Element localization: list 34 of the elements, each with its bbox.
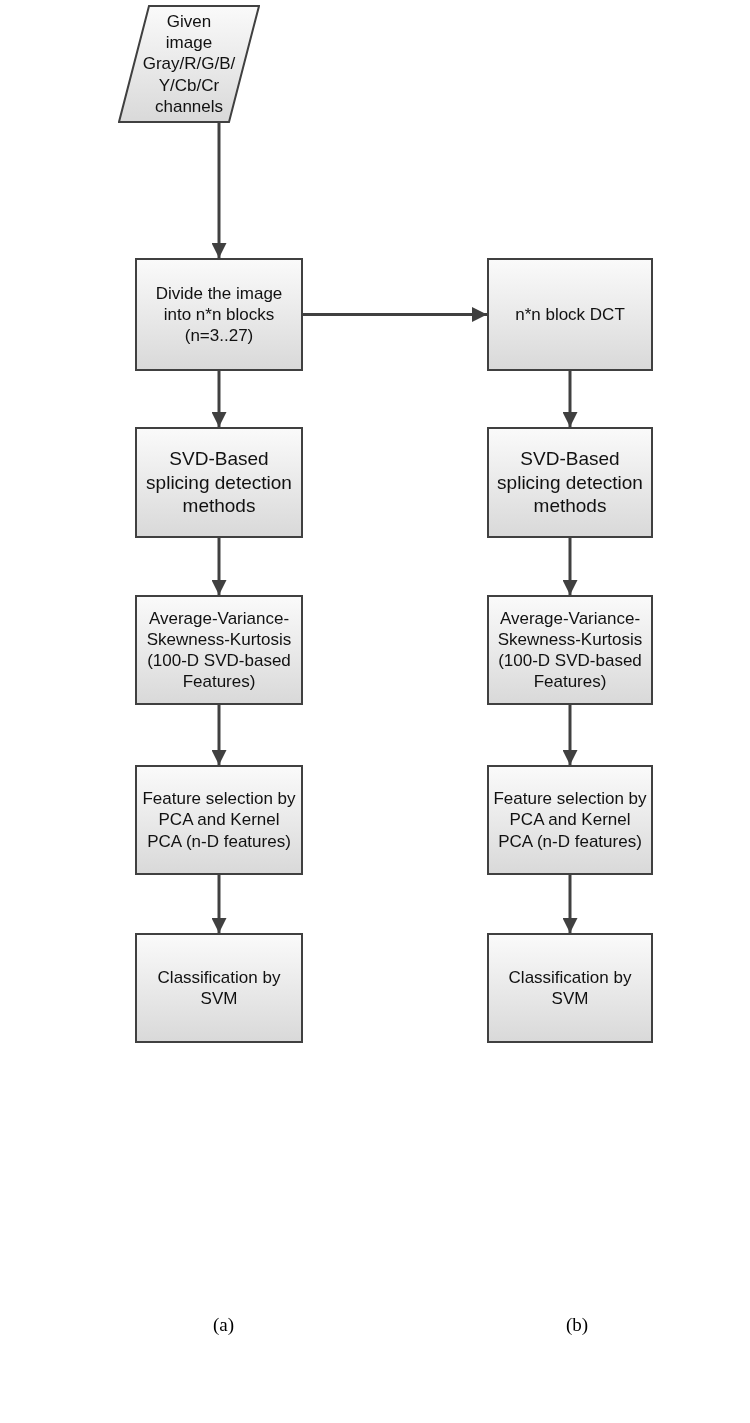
arrow [211,538,227,595]
arrow [303,307,487,322]
box-text: Classification by SVM [507,966,633,1010]
arrow [211,123,227,258]
arrow [211,705,227,765]
box-text: n*n block DCT [514,303,626,326]
process-box [487,258,653,371]
process-box [487,595,653,705]
process-box [487,933,653,1043]
panel-label: (a) [213,1314,235,1336]
arrow [211,875,227,933]
process-box [135,933,303,1043]
process-box [487,765,653,875]
process-box [135,427,303,538]
process-box [487,427,653,538]
arrow [562,371,578,427]
process-box [135,595,303,705]
box-text: Feature selection by PCA and Kernel PCA (n-D features) [492,788,648,852]
box-text: Given image Gray/R/G/B/ Y/Cb/Cr channels [141,10,237,118]
box-text: Average-Variance-Skewness-Kurtosis (100-D SVD-based Features) [145,607,293,693]
box-text: Feature selection by PCA and Kernel PCA (n-D features) [141,788,297,852]
process-box [135,765,303,875]
box-text: Divide the image into n*n blocks (n=3..27) [154,282,284,347]
panel-label: (b) [566,1314,589,1336]
box-text: SVD-Based splicing detection methods [145,446,293,519]
arrow [562,538,578,595]
arrow [562,875,578,933]
input-parallelogram [118,5,260,123]
arrow [211,371,227,427]
arrow [562,705,578,765]
process-box [135,258,303,371]
box-text: SVD-Based splicing detection methods [496,446,644,519]
box-text: Average-Variance-Skewness-Kurtosis (100-D SVD-based Features) [496,607,644,693]
box-text: Classification by SVM [156,966,282,1010]
